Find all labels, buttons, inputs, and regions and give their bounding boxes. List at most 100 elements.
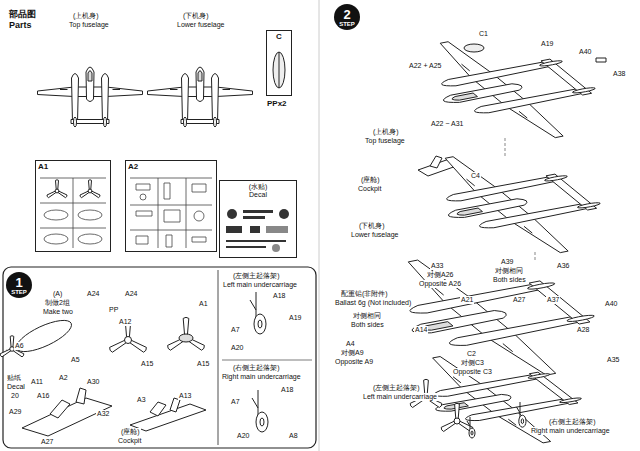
caption-text: Opposite A9 [334,358,374,366]
engine-assembly [4,314,76,362]
callout-number: A33 [430,262,444,270]
callout-number: A24 [124,290,138,298]
sprue-a2 [130,178,212,248]
caption-text: Make two [42,308,74,316]
callout-number: A22 + A25 [408,62,443,70]
step-panel [222,360,312,361]
callout-number: A24 [86,290,100,298]
callout-number: A40 [604,300,618,308]
caption-text: (下机身) [182,12,210,20]
assembly-view [386,27,636,148]
decal-artwork [243,216,265,219]
callout-number: A13 [178,392,192,400]
assembly-view [464,44,484,52]
callout-number: A15 [196,360,210,368]
page-fold [319,0,320,451]
caption-text: 制做2组 [44,299,71,307]
assembly-view [344,243,640,388]
callout-number: A12 [118,318,132,326]
decal-artwork [226,226,242,233]
callout-number: A18 [272,292,286,300]
cockpit-assembly [50,400,70,418]
decal-artwork [272,244,280,252]
callout-number: A6 [14,342,25,350]
engine-assembly [179,334,193,342]
decal-artwork [227,209,237,219]
callout-number: A36 [556,262,570,270]
step-word: STEP [339,21,355,27]
caption-text: Top fuselage [364,137,406,145]
assembly-view [391,142,640,263]
caption-text: (左侧主起落架) [232,272,281,280]
callout-number: A15 [140,360,154,368]
fuselage-parts [38,67,253,127]
assembly-guide [505,138,535,262]
sprue-a2 [136,236,148,244]
step-word: STEP [11,289,27,295]
assembly-view [596,58,606,62]
callout-number: A18 [280,386,294,394]
decal-artwork [279,209,289,219]
step-number: 2 [343,8,350,21]
frame-label: Decal [249,191,267,199]
cockpit-assembly [76,388,86,404]
sprue-a1 [40,178,106,248]
callout-number: A11 [30,378,44,386]
part-frame: C [266,30,292,96]
caption-text: 对侧C3 [460,359,485,367]
callout-number: A40 [578,48,592,56]
caption-text: (座舱) [120,428,141,436]
sprue-a2 [166,235,172,247]
frame-label: (水贴) [249,183,268,191]
engine-assembly [167,317,206,350]
callout-number: A30 [86,378,100,386]
decal-artwork [266,226,288,233]
frame-label: A2 [128,162,138,171]
canopy-part [273,52,285,88]
callout-number: A14 [414,326,428,334]
callout-number: C2 [466,350,477,358]
callout-number: A2 [58,374,69,382]
sprue-a1 [80,180,101,198]
callout-number: A19 [288,314,302,322]
decal-artwork [250,226,260,233]
sprue-a2 [164,210,180,222]
sprue-a2 [192,184,206,192]
engine-assembly [13,314,76,357]
caption-text: Decal [6,383,26,391]
frame-label: A1 [38,162,48,171]
engine-assembly [0,314,205,362]
caption-text: Parts [8,21,33,31]
sprue-a1 [44,234,68,244]
canopy-part [273,52,285,88]
assembly-view [467,417,475,438]
sprue-a2 [130,178,212,248]
caption-text: Left main undercarriage [362,393,438,401]
caption-text: (座舱) [360,176,381,184]
cockpit-assembly [130,404,206,431]
decal-artwork [226,246,266,248]
sprue-a2 [136,184,150,190]
callout-number: A19 [540,40,554,48]
caption-text: (上机身) [72,12,100,20]
cockpit-assembly [22,388,206,436]
assembly-guide [505,138,506,156]
caption-text: Left main undercarriage [222,281,298,289]
engine-assembly [0,336,24,357]
callout-number: A22 ~ A31 [430,120,465,128]
sprue-a2 [140,194,146,200]
caption-text: Lower fuselage [176,21,225,29]
caption-text: Cockpit [357,185,382,193]
decal-artwork [243,210,273,213]
caption-text: 部品图 [8,10,37,20]
callout-number: A21 [460,296,474,304]
caption-text: Right main undercarriage [221,373,302,381]
caption-text: (A) [52,290,63,298]
sprue-a2 [192,237,206,242]
caption-text: (右侧主起落架) [548,418,597,426]
caption-text: (左侧主起落架) [372,384,421,392]
caption-text: 对侧相同 [352,312,382,320]
sprue-a1 [40,178,106,248]
sprue-a2 [194,211,204,221]
